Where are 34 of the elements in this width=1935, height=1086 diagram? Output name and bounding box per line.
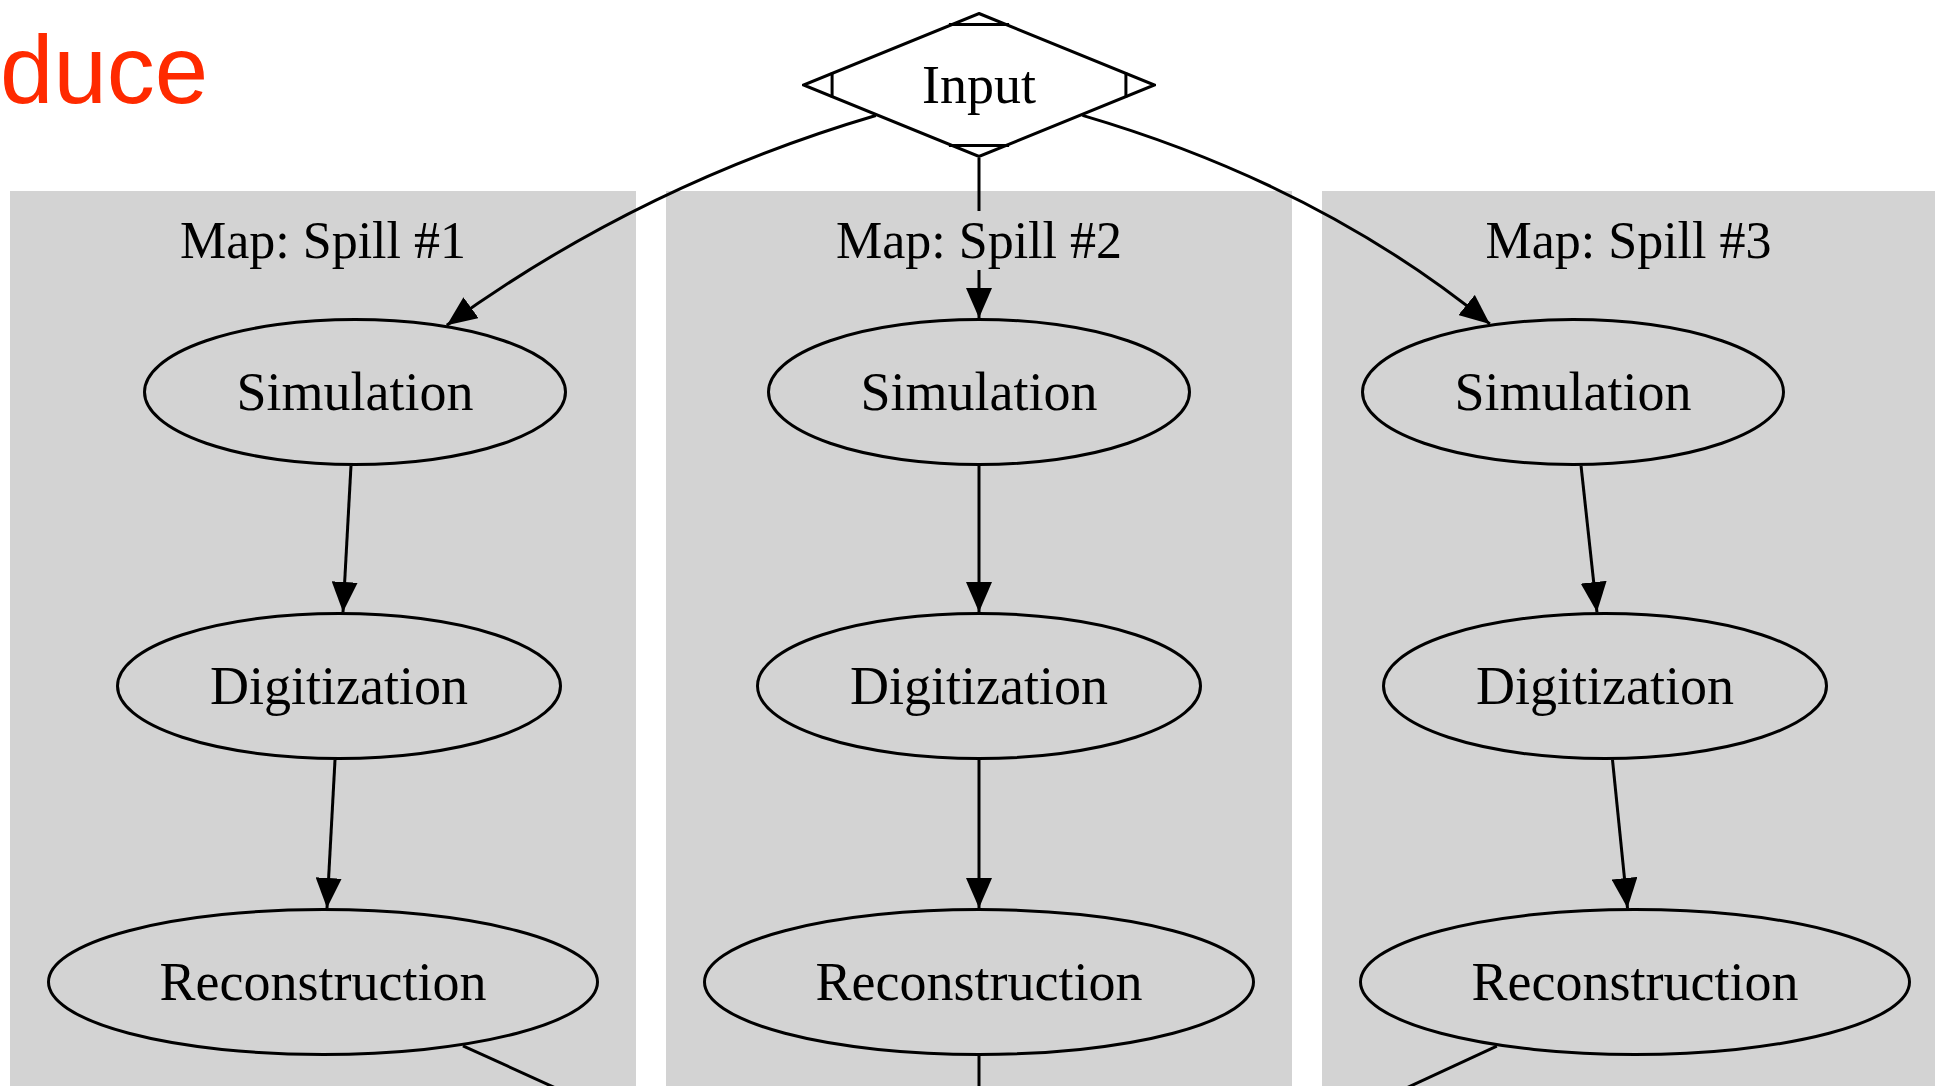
process-ellipse <box>116 612 562 760</box>
title-text: duce <box>0 22 209 118</box>
node-label: Simulation <box>1454 361 1692 423</box>
arrow <box>331 465 358 613</box>
arrow <box>1082 113 1491 326</box>
arrow <box>1579 465 1607 613</box>
process-ellipse <box>1361 318 1785 466</box>
process-ellipse <box>1382 612 1828 760</box>
process-ellipse <box>1359 908 1911 1056</box>
node-label: Digitization <box>210 655 468 717</box>
node-label: Reconstruction <box>159 951 487 1013</box>
node-label: Simulation <box>236 361 474 423</box>
process-ellipse <box>767 318 1191 466</box>
process-ellipse <box>756 612 1202 760</box>
arrow <box>315 759 342 909</box>
cluster-panel <box>666 191 1292 1086</box>
arrow <box>445 114 877 327</box>
node-label: Digitization <box>850 655 1108 717</box>
node-label: Digitization <box>1476 655 1734 717</box>
cluster-panel <box>1322 191 1935 1086</box>
input-diamond <box>802 12 1156 158</box>
node-label: Input <box>922 54 1036 116</box>
arrow <box>966 466 992 612</box>
arrow <box>1611 759 1638 909</box>
process-ellipse <box>47 908 599 1056</box>
arrow <box>966 158 992 318</box>
arrow <box>966 760 992 908</box>
process-ellipse <box>703 908 1255 1056</box>
node-label: Reconstruction <box>1471 951 1799 1013</box>
node-label: Reconstruction <box>815 951 1143 1013</box>
cluster-panel <box>10 191 636 1086</box>
node-label: Simulation <box>860 361 1098 423</box>
connector-line <box>977 1056 981 1086</box>
process-ellipse <box>143 318 567 466</box>
